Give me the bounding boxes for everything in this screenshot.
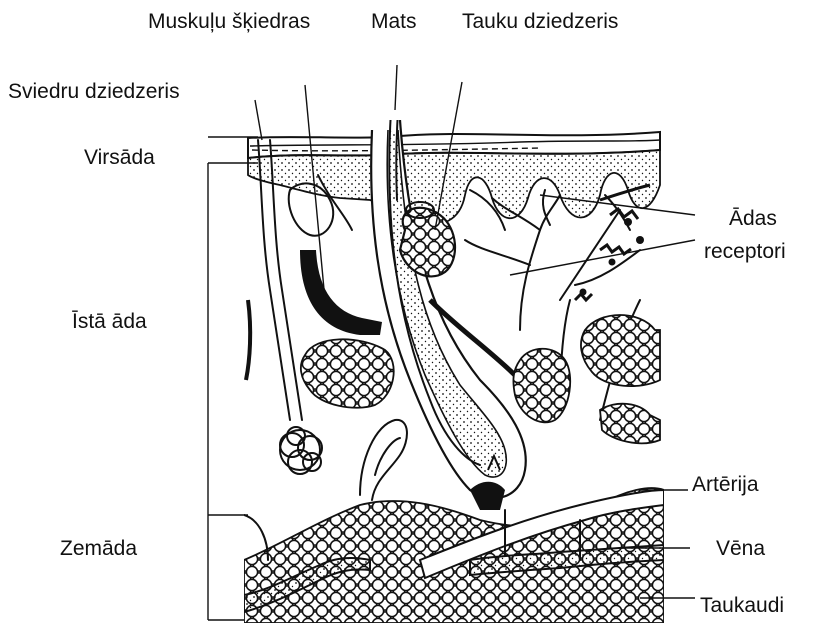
label-dermis: Īstā āda (72, 310, 147, 334)
label-skin-receptors-2: receptori (704, 240, 786, 264)
sensory-loop (360, 420, 407, 500)
label-skin-receptors-1: Ādas (729, 207, 777, 231)
label-artery: Artērija (692, 473, 759, 497)
label-hypodermis: Zemāda (60, 537, 137, 561)
label-sweat-gland: Sviedru dziedzeris (8, 80, 180, 104)
leader-hair (395, 65, 397, 110)
label-hair: Mats (371, 10, 417, 34)
label-epidermis: Virsāda (84, 146, 155, 170)
label-vein: Vēna (716, 537, 765, 561)
papillary-layer (248, 150, 660, 224)
layer-bracket (208, 137, 258, 620)
leader-sweat-gland (255, 100, 262, 140)
leader-receptors-2 (510, 240, 695, 275)
label-muscle-fibers: Muskuļu šķiedras (148, 10, 310, 34)
label-sebaceous-gland: Tauku dziedzeris (462, 10, 618, 34)
label-adipose-tissue: Taukaudi (700, 594, 784, 618)
